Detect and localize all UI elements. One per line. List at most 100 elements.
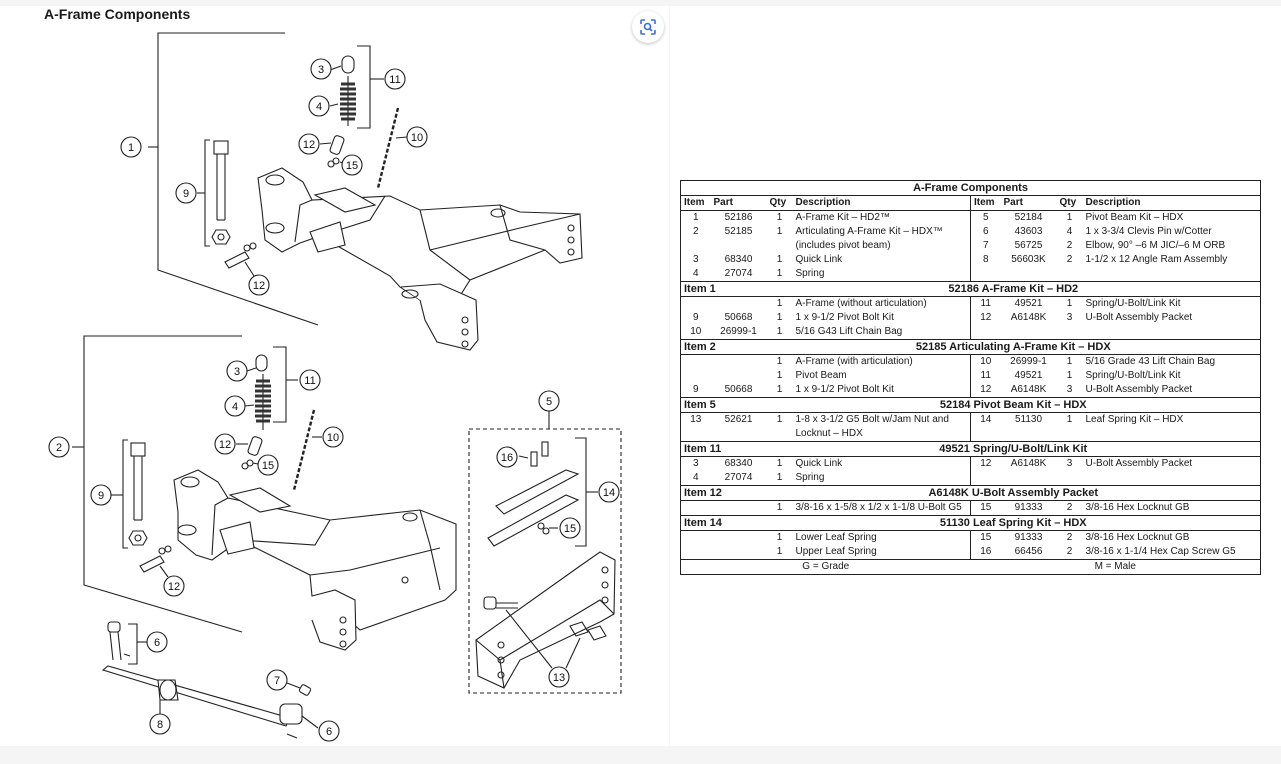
table-cell: 11	[970, 369, 1001, 383]
table-cell: 1 x 9-1/2 Pivot Bolt Kit	[795, 312, 894, 323]
table-cell: 1	[776, 226, 783, 237]
col-header: Description	[792, 195, 971, 211]
table-cell: 3	[692, 254, 699, 265]
table-cell: 1	[776, 268, 783, 279]
table-cell: 4	[692, 268, 699, 279]
table-cell	[681, 531, 711, 546]
table-cell	[1057, 325, 1083, 340]
table-cell: 1	[776, 532, 783, 543]
table-cell: 1	[776, 472, 783, 483]
callout-top: 4	[308, 95, 330, 117]
table-cell: 68340	[724, 254, 753, 265]
table-title: A-Frame Components	[680, 180, 1261, 196]
table-cell: 1	[1066, 356, 1073, 367]
callout-bottom: 6	[318, 720, 340, 742]
table-cell	[711, 531, 767, 546]
section-item-label: Item 2	[680, 339, 767, 355]
table-cell: 52184	[1014, 212, 1043, 223]
table-cell: 15	[970, 500, 1001, 516]
table-cell: Quick Link	[795, 254, 843, 265]
callout-number: 15	[346, 160, 358, 172]
col-header: Item	[680, 195, 711, 211]
table-cell: 2	[1066, 532, 1073, 543]
table-cell	[1083, 325, 1261, 340]
section-item-label: Item 1	[680, 281, 767, 297]
table-cell: 8	[970, 253, 1001, 267]
table-cell: 91333	[1014, 502, 1043, 513]
table-cell: A-Frame (without articulation)	[795, 298, 927, 309]
table-cell	[711, 501, 767, 516]
table-cell: 27074	[724, 472, 753, 483]
table-cell: U-Bolt Assembly Packet	[1085, 312, 1193, 323]
table-cell: 52621	[724, 414, 753, 425]
table-cell: 1	[1066, 298, 1073, 309]
callout-number: 9	[98, 490, 104, 502]
callout-number: 15	[262, 460, 274, 472]
table-cell: 1	[1066, 212, 1073, 223]
table-cell: 1	[776, 370, 783, 381]
callout-number: 3	[234, 366, 240, 378]
table-cell: 1-8 x 3-1/2 G5 Bolt w/Jam Nut and	[795, 414, 949, 425]
exploded-parts-diagram: 1341110121591223411101215912516141513678…	[48, 32, 622, 742]
callout-top: 10	[406, 126, 428, 148]
table-cell	[711, 297, 767, 312]
table-cell: 1 x 3-3/4 Clevis Pin w/Cotter	[1085, 226, 1212, 237]
section-title: 51130 Leaf Spring Kit – HDX	[766, 515, 1261, 531]
col-header: Qty	[766, 195, 793, 211]
table-cell: 3	[692, 458, 699, 469]
table-cell: 91333	[1014, 532, 1043, 543]
callout-mid: 15	[257, 454, 279, 476]
callout-number: 14	[603, 487, 615, 499]
section-item-label: Item 12	[680, 485, 767, 501]
col-header: Item	[970, 195, 1001, 211]
callout-mid: 11	[299, 369, 321, 391]
callout-top: 9	[175, 182, 197, 204]
callout-number: 12	[303, 139, 315, 151]
table-cell: 7	[970, 239, 1001, 253]
callout-number: 9	[183, 188, 189, 200]
callout-top: 12	[298, 133, 320, 155]
table-cell: U-Bolt Assembly Packet	[1085, 458, 1193, 469]
section-item-label: Item 11	[680, 441, 767, 457]
table-cell: Lower Leaf Spring	[795, 532, 877, 543]
visual-search-button[interactable]	[632, 11, 664, 43]
table-cell: Articulating A-Frame Kit – HDX™	[795, 226, 943, 237]
table-cell: 26999-1	[1010, 356, 1047, 367]
table-cell	[970, 427, 1001, 442]
parts-table: A-Frame Components Item Part Qty Descrip…	[680, 180, 1262, 575]
callout-top: 11	[384, 68, 406, 90]
callout-right: 14	[598, 481, 620, 503]
table-cell	[711, 427, 767, 442]
section-title: 52186 A-Frame Kit – HD2	[766, 281, 1261, 297]
table-cell: 68340	[724, 458, 753, 469]
table-cell: 1 x 9-1/2 Pivot Bolt Kit	[795, 384, 894, 395]
table-cell: 4	[1066, 226, 1073, 237]
table-cell: 11	[970, 296, 1001, 311]
callout-number: 4	[316, 101, 322, 113]
table-row: Locknut – HDX	[681, 427, 1261, 442]
table-cell	[1001, 427, 1057, 442]
callout-number: 1	[128, 142, 134, 154]
table-cell: Spring	[795, 472, 825, 483]
table-cell: 3	[1066, 458, 1073, 469]
table-cell: 2	[1066, 240, 1073, 251]
table-cell	[1001, 267, 1057, 282]
table-cell: 1-1/2 x 12 Angle Ram Assembly	[1085, 254, 1228, 265]
table-cell: 12	[970, 456, 1001, 471]
table-cell: 2	[692, 226, 699, 237]
table-cell: 1	[776, 546, 783, 557]
table-cell: Elbow, 90° –6 M JIC/–6 M ORB	[1085, 240, 1226, 251]
table-cell: 10	[970, 354, 1001, 369]
footer-note: G = Grade	[680, 559, 971, 575]
table-cell: 2	[1066, 502, 1073, 513]
